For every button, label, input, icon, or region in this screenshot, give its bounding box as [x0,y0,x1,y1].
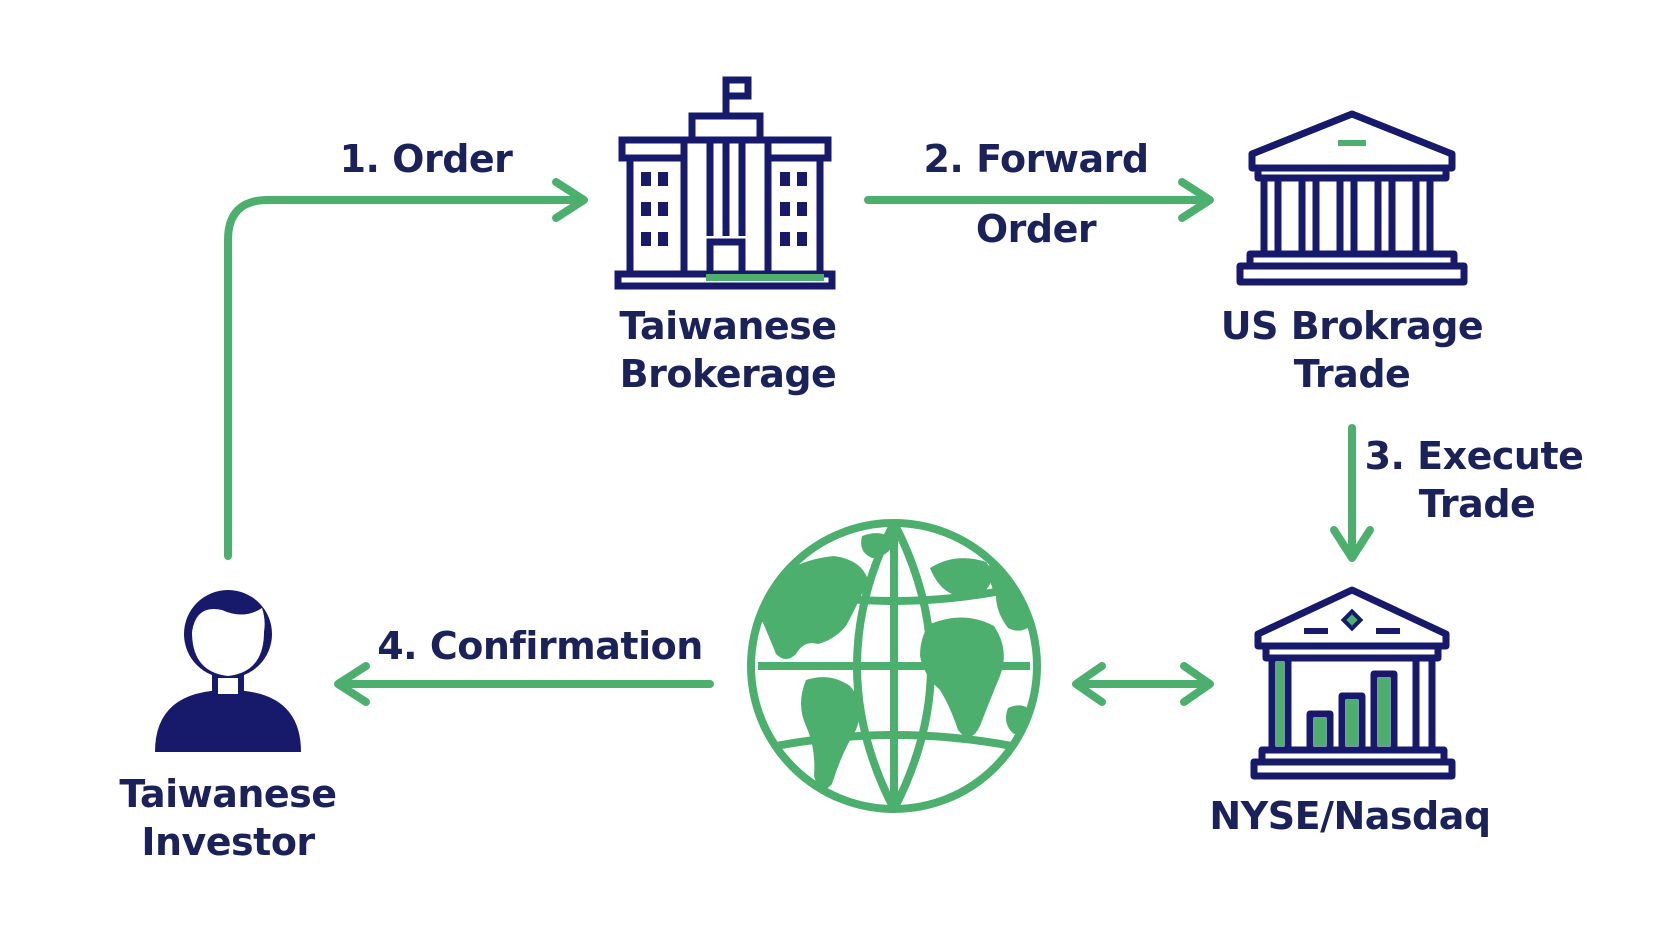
person-icon [155,590,301,752]
office-building-icon [614,76,836,290]
stock-exchange-icon [1250,586,1456,780]
taiwanese-brokerage-label: Taiwanese Brokerage [619,304,837,396]
exchange-link-double-arrow [1072,662,1214,706]
confirmation-arrow [334,662,714,706]
confirmation-step-label: 4. Confirmation [377,624,703,668]
taiwanese-investor-label: Taiwanese Investor [119,772,337,864]
us-brokerage-label: US Brokrage Trade [1220,304,1484,396]
nyse-nasdaq-label: NYSE/Nasdaq [1209,794,1491,838]
order-step-label: 1. Order [339,137,513,181]
bank-building-icon [1236,110,1468,286]
execute-trade-step-label: 3. Execute Trade [1364,434,1584,526]
forward-order-arrow [864,178,1214,222]
globe-icon [747,519,1041,813]
order-arrow [224,178,588,560]
execute-trade-arrow [1330,424,1374,562]
forward-order-step-label: 2. Forward Order [923,137,1149,251]
